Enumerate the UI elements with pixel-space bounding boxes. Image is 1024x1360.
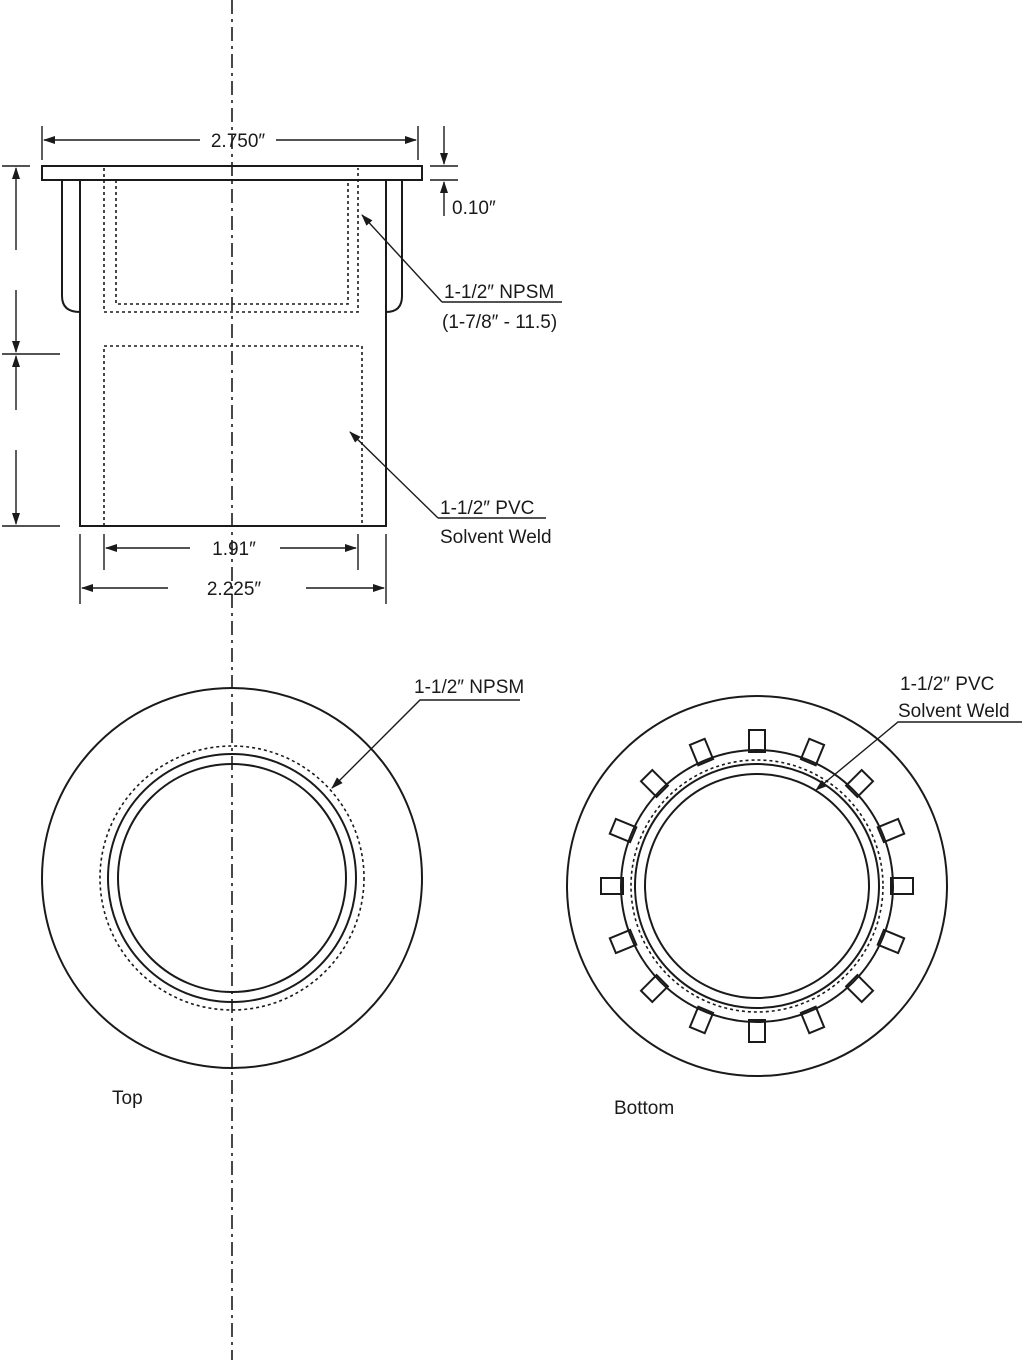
bottom-tooth xyxy=(876,817,906,844)
hidden-socket-zone xyxy=(103,345,363,526)
top-view: 1-1/2″ NPSM Top xyxy=(41,677,524,1109)
flange xyxy=(41,165,423,181)
left-lip xyxy=(61,180,81,313)
npsm-spec-label: (1-7/8″ - 11.5) xyxy=(442,312,557,333)
bottom-tooth xyxy=(688,1005,715,1035)
bottom-bore-inner xyxy=(644,773,870,999)
npsm-label: 1-1/2″ NPSM xyxy=(444,282,554,303)
bottom-tooth xyxy=(748,1019,766,1043)
side-elevation: 2.750″ 0.10″ 1-1/2″ NPSM (1-7/8″ - 11.5)… xyxy=(2,126,562,604)
hidden-thread-zone xyxy=(103,168,359,313)
inner-diameter-label: 1.91″ xyxy=(212,539,256,560)
outer-diameter-label: 2.225″ xyxy=(207,579,262,600)
bottom-pvc-label-line1: 1-1/2″ PVC xyxy=(900,674,994,695)
top-view-label: Top xyxy=(112,1088,143,1109)
bottom-tooth xyxy=(876,928,906,955)
top-bore-outer xyxy=(107,753,357,1003)
bottom-pvc-label-line2: Solvent Weld xyxy=(898,701,1010,722)
bottom-tooth xyxy=(748,729,766,753)
bottom-tooth xyxy=(608,928,638,955)
bottom-view-label: Bottom xyxy=(614,1098,674,1119)
top-bore-inner xyxy=(117,763,347,993)
bottom-tooth xyxy=(688,737,715,767)
right-lip xyxy=(385,180,403,313)
flange-thickness-label: 0.10″ xyxy=(452,198,496,219)
top-outer-circle xyxy=(41,687,423,1069)
flange-width-label: 2.750″ xyxy=(211,131,266,152)
pvc-label-line2: Solvent Weld xyxy=(440,527,552,548)
top-thread-circle xyxy=(99,745,365,1011)
bottom-teeth xyxy=(600,729,914,1043)
bottom-outer-circle xyxy=(566,695,948,1077)
bottom-tooth xyxy=(608,817,638,844)
body-outline xyxy=(79,180,387,527)
bottom-tooth xyxy=(639,768,670,799)
pvc-label-line1: 1-1/2″ PVC xyxy=(440,498,534,519)
bottom-tooth-ring xyxy=(620,749,894,1023)
top-npsm-label: 1-1/2″ NPSM xyxy=(414,677,524,698)
bottom-tooth xyxy=(799,1005,826,1035)
bottom-bore-outer xyxy=(634,763,880,1009)
bottom-tooth xyxy=(844,768,875,799)
bottom-socket-dotted xyxy=(630,759,884,1013)
bottom-tooth xyxy=(639,973,670,1004)
bottom-tooth xyxy=(844,973,875,1004)
bottom-tooth xyxy=(890,877,914,895)
bottom-tooth xyxy=(799,737,826,767)
bottom-tooth xyxy=(600,877,624,895)
bottom-view: 1-1/2″ PVC Solvent Weld Bottom xyxy=(566,674,1022,1119)
